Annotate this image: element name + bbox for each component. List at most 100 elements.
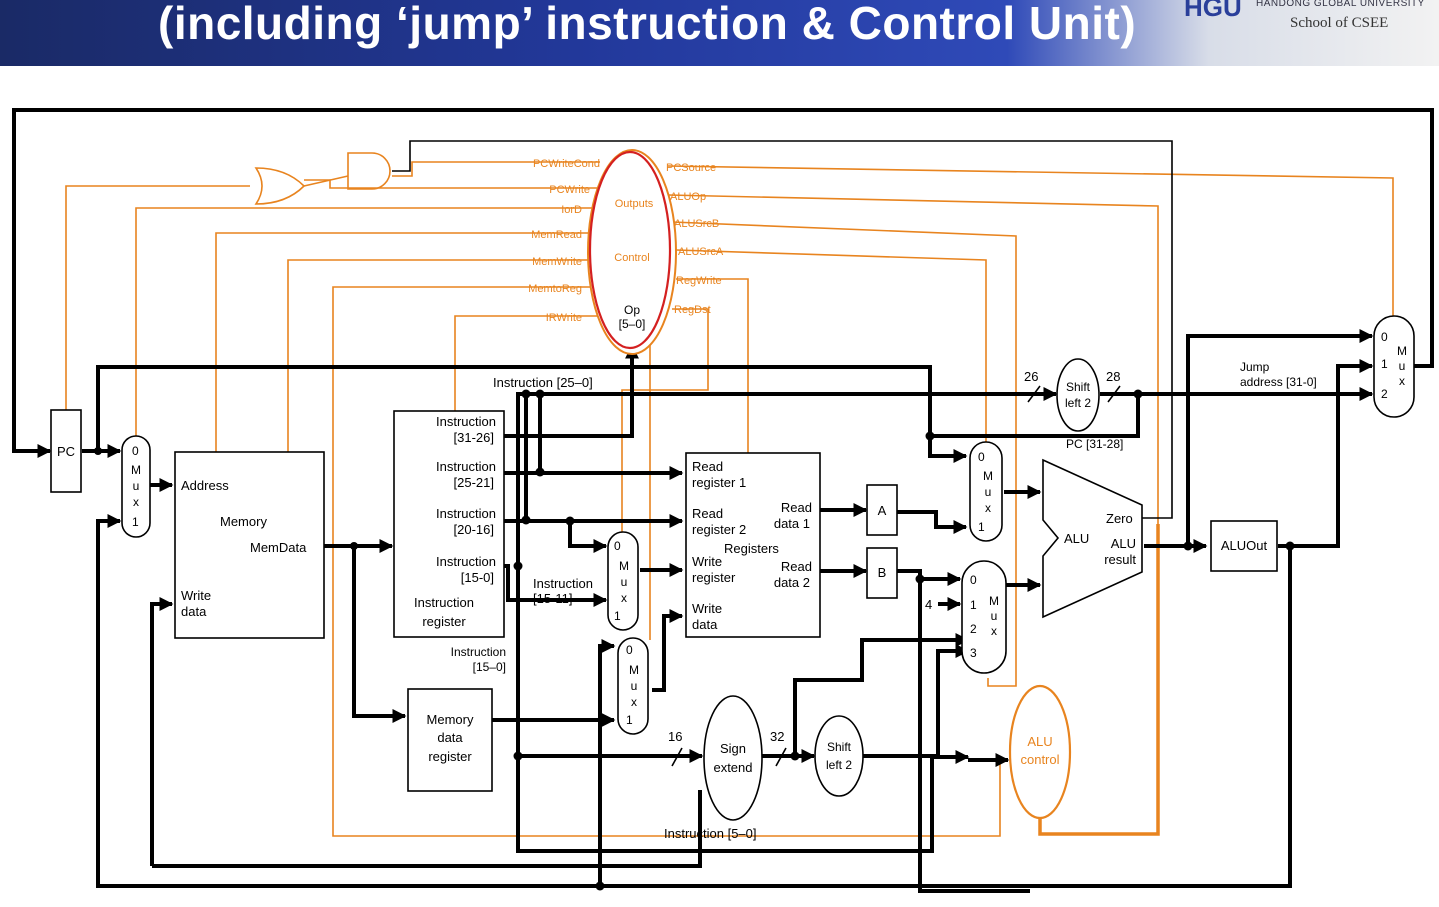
svg-text:Write: Write [181, 588, 211, 603]
mux-iord: 0 1 M u x [121, 435, 151, 538]
svg-text:register: register [692, 570, 736, 585]
svg-text:M: M [1397, 344, 1407, 358]
pcwrite-logic-gates [254, 152, 391, 205]
svg-text:register 2: register 2 [692, 522, 746, 537]
svg-text:x: x [991, 624, 997, 638]
svg-text:1: 1 [132, 515, 139, 529]
svg-text:M: M [983, 469, 993, 483]
svg-text:ALU: ALU [1111, 536, 1136, 551]
svg-text:Instruction: Instruction [436, 414, 496, 429]
control-outputs-label: Outputs [615, 198, 654, 210]
label-instr-25-0: Instruction [25–0] [493, 375, 593, 390]
alu-out-register: ALUOut [1210, 520, 1278, 572]
svg-text:B: B [878, 565, 887, 580]
svg-text:x: x [133, 495, 139, 509]
and-gate [347, 152, 391, 190]
svg-text:[15-0]: [15-0] [461, 570, 494, 585]
svg-text:[31-26]: [31-26] [454, 430, 494, 445]
signal-aluop: ALUOp [670, 191, 706, 203]
signal-memtoreg: MemtoReg [528, 283, 582, 295]
svg-text:32: 32 [770, 729, 784, 744]
alu-name: ALU [1064, 531, 1089, 546]
mux-alusrca: 0 1 M u x [969, 441, 1003, 542]
svg-text:x: x [985, 501, 991, 515]
svg-text:0: 0 [132, 444, 139, 458]
svg-text:address [31-0]: address [31-0] [1240, 375, 1317, 389]
wire-labels: Instruction [25–0] Instruction [15-11] I… [451, 360, 1317, 841]
datapath-thin-wires [392, 140, 1173, 519]
svg-text:u: u [631, 679, 638, 693]
bus-width-marks [671, 385, 1121, 767]
svg-text:Instruction: Instruction [451, 645, 506, 659]
mux-memtoreg: 0 1 M u x [617, 637, 649, 735]
svg-text:2: 2 [970, 622, 977, 636]
svg-text:register: register [428, 749, 472, 764]
svg-text:data 1: data 1 [774, 516, 810, 531]
svg-text:0: 0 [614, 539, 621, 553]
svg-text:M: M [131, 463, 141, 477]
control-unit: Outputs Control Op [5–0] PCWriteCond PCW… [528, 149, 724, 355]
svg-text:u: u [991, 609, 998, 623]
svg-text:u: u [1399, 359, 1406, 373]
svg-text:[15-11]: [15-11] [533, 591, 573, 606]
svg-text:0: 0 [970, 573, 977, 587]
svg-text:control: control [1020, 752, 1059, 767]
signal-regdst: RegDst [674, 304, 711, 316]
svg-text:extend: extend [713, 760, 752, 775]
svg-text:1: 1 [614, 609, 621, 623]
program-counter: PC [50, 409, 82, 493]
signal-iord: IorD [561, 204, 582, 216]
svg-text:M: M [629, 663, 639, 677]
signal-memwrite: MemWrite [532, 256, 582, 268]
instruction-register: Instruction [31-26] Instruction [25-21] … [393, 410, 505, 638]
svg-text:left 2: left 2 [1065, 396, 1091, 410]
svg-text:0: 0 [626, 643, 633, 657]
memory-address-label: Address [181, 478, 229, 493]
university-name: HANDONG GLOBAL UNIVERSITY [1256, 0, 1425, 9]
svg-text:ALUOut: ALUOut [1221, 538, 1268, 553]
signal-alusrcb: ALUSrcB [674, 218, 719, 230]
svg-text:x: x [631, 695, 637, 709]
svg-text:Write: Write [692, 554, 722, 569]
svg-text:data: data [181, 604, 207, 619]
university-logo: HGU [1184, 0, 1242, 22]
signal-pcsource: PCSource [666, 162, 716, 174]
svg-text:ALU: ALU [1027, 734, 1052, 749]
svg-text:26: 26 [1024, 369, 1038, 384]
memory-memdata-label: MemData [250, 540, 307, 555]
mux-regdst: 0 1 M u x [607, 531, 639, 631]
svg-text:x: x [621, 591, 627, 605]
svg-text:1: 1 [626, 713, 633, 727]
register-file: Read register 1 Read register 2 Write re… [685, 452, 821, 638]
svg-text:register: register [422, 614, 466, 629]
svg-text:u: u [133, 479, 140, 493]
svg-text:Read: Read [781, 559, 812, 574]
alu-control-unit: ALU control [1008, 684, 1072, 820]
svg-text:0: 0 [1381, 330, 1388, 344]
register-a: A [866, 484, 898, 536]
svg-text:Read: Read [692, 459, 723, 474]
shift-left-2-lower: Shift left 2 [814, 715, 864, 797]
svg-text:1: 1 [970, 598, 977, 612]
svg-text:0: 0 [978, 450, 985, 464]
svg-text:4: 4 [925, 597, 932, 612]
svg-text:1: 1 [1381, 357, 1388, 371]
svg-text:2: 2 [1381, 387, 1388, 401]
signal-memread: MemRead [531, 229, 582, 241]
svg-text:Shift: Shift [1066, 380, 1091, 394]
svg-text:Write: Write [692, 601, 722, 616]
multicycle-datapath-diagram: Outputs Control Op [5–0] PCWriteCond PCW… [12, 108, 1434, 893]
alu-zero-label: Zero [1106, 511, 1133, 526]
memory-data-register: Memory data register [407, 688, 493, 792]
svg-text:Instruction: Instruction [533, 576, 593, 591]
slide-title: (including ‘jump’ instruction & Control … [158, 0, 1137, 49]
mux-pcsource: 0 1 2 M u x [1373, 315, 1415, 418]
svg-text:3: 3 [970, 646, 977, 660]
svg-text:16: 16 [668, 729, 682, 744]
title-banner: (including ‘jump’ instruction & Control … [0, 0, 1439, 66]
svg-text:Shift: Shift [827, 740, 852, 754]
svg-text:M: M [619, 559, 629, 573]
control-op-bits: [5–0] [619, 317, 646, 331]
svg-text:u: u [621, 575, 628, 589]
registers-name: Registers [724, 541, 779, 556]
